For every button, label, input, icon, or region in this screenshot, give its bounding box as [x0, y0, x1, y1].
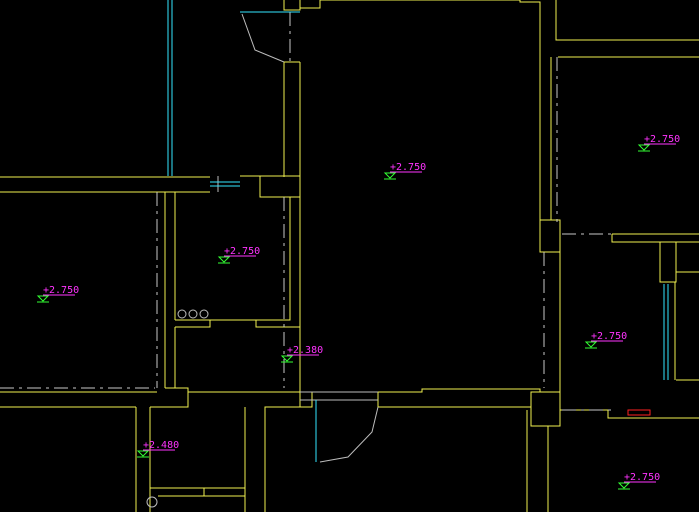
door-window-lines	[210, 11, 669, 463]
level-text: +2.750	[390, 162, 426, 173]
level-mark: +2.750	[584, 331, 627, 349]
level-symbol-icon	[637, 144, 651, 152]
level-text: +2.480	[143, 440, 179, 451]
level-text: +2.750	[43, 285, 79, 296]
level-text: +2.750	[224, 246, 260, 257]
level-symbol-icon	[136, 450, 150, 458]
level-symbol-icon	[617, 482, 631, 490]
level-symbol-icon	[383, 172, 397, 180]
level-mark: +2.750	[637, 134, 680, 152]
red-marker	[627, 409, 651, 416]
level-mark: +2.750	[617, 472, 660, 490]
level-symbol-icon	[584, 341, 598, 349]
level-mark: +2.750	[217, 246, 260, 264]
level-marks: +2.750 +2.750 +2.750 +2.750 +2.380 +2.750 +2.4…	[36, 134, 680, 490]
level-mark: +2.750	[383, 162, 426, 180]
level-text: +2.750	[644, 134, 680, 145]
level-text: +2.750	[624, 472, 660, 483]
level-symbol-icon	[36, 295, 50, 303]
level-mark: +2.380	[280, 345, 323, 363]
level-mark: +2.750	[36, 285, 79, 303]
level-text: +2.380	[287, 345, 323, 356]
level-mark: +2.480	[136, 440, 179, 458]
level-text: +2.750	[591, 331, 627, 342]
level-symbol-icon	[280, 355, 294, 363]
dashed-lines	[0, 12, 612, 411]
level-symbol-icon	[217, 256, 231, 264]
fixture-circles	[146, 309, 209, 508]
